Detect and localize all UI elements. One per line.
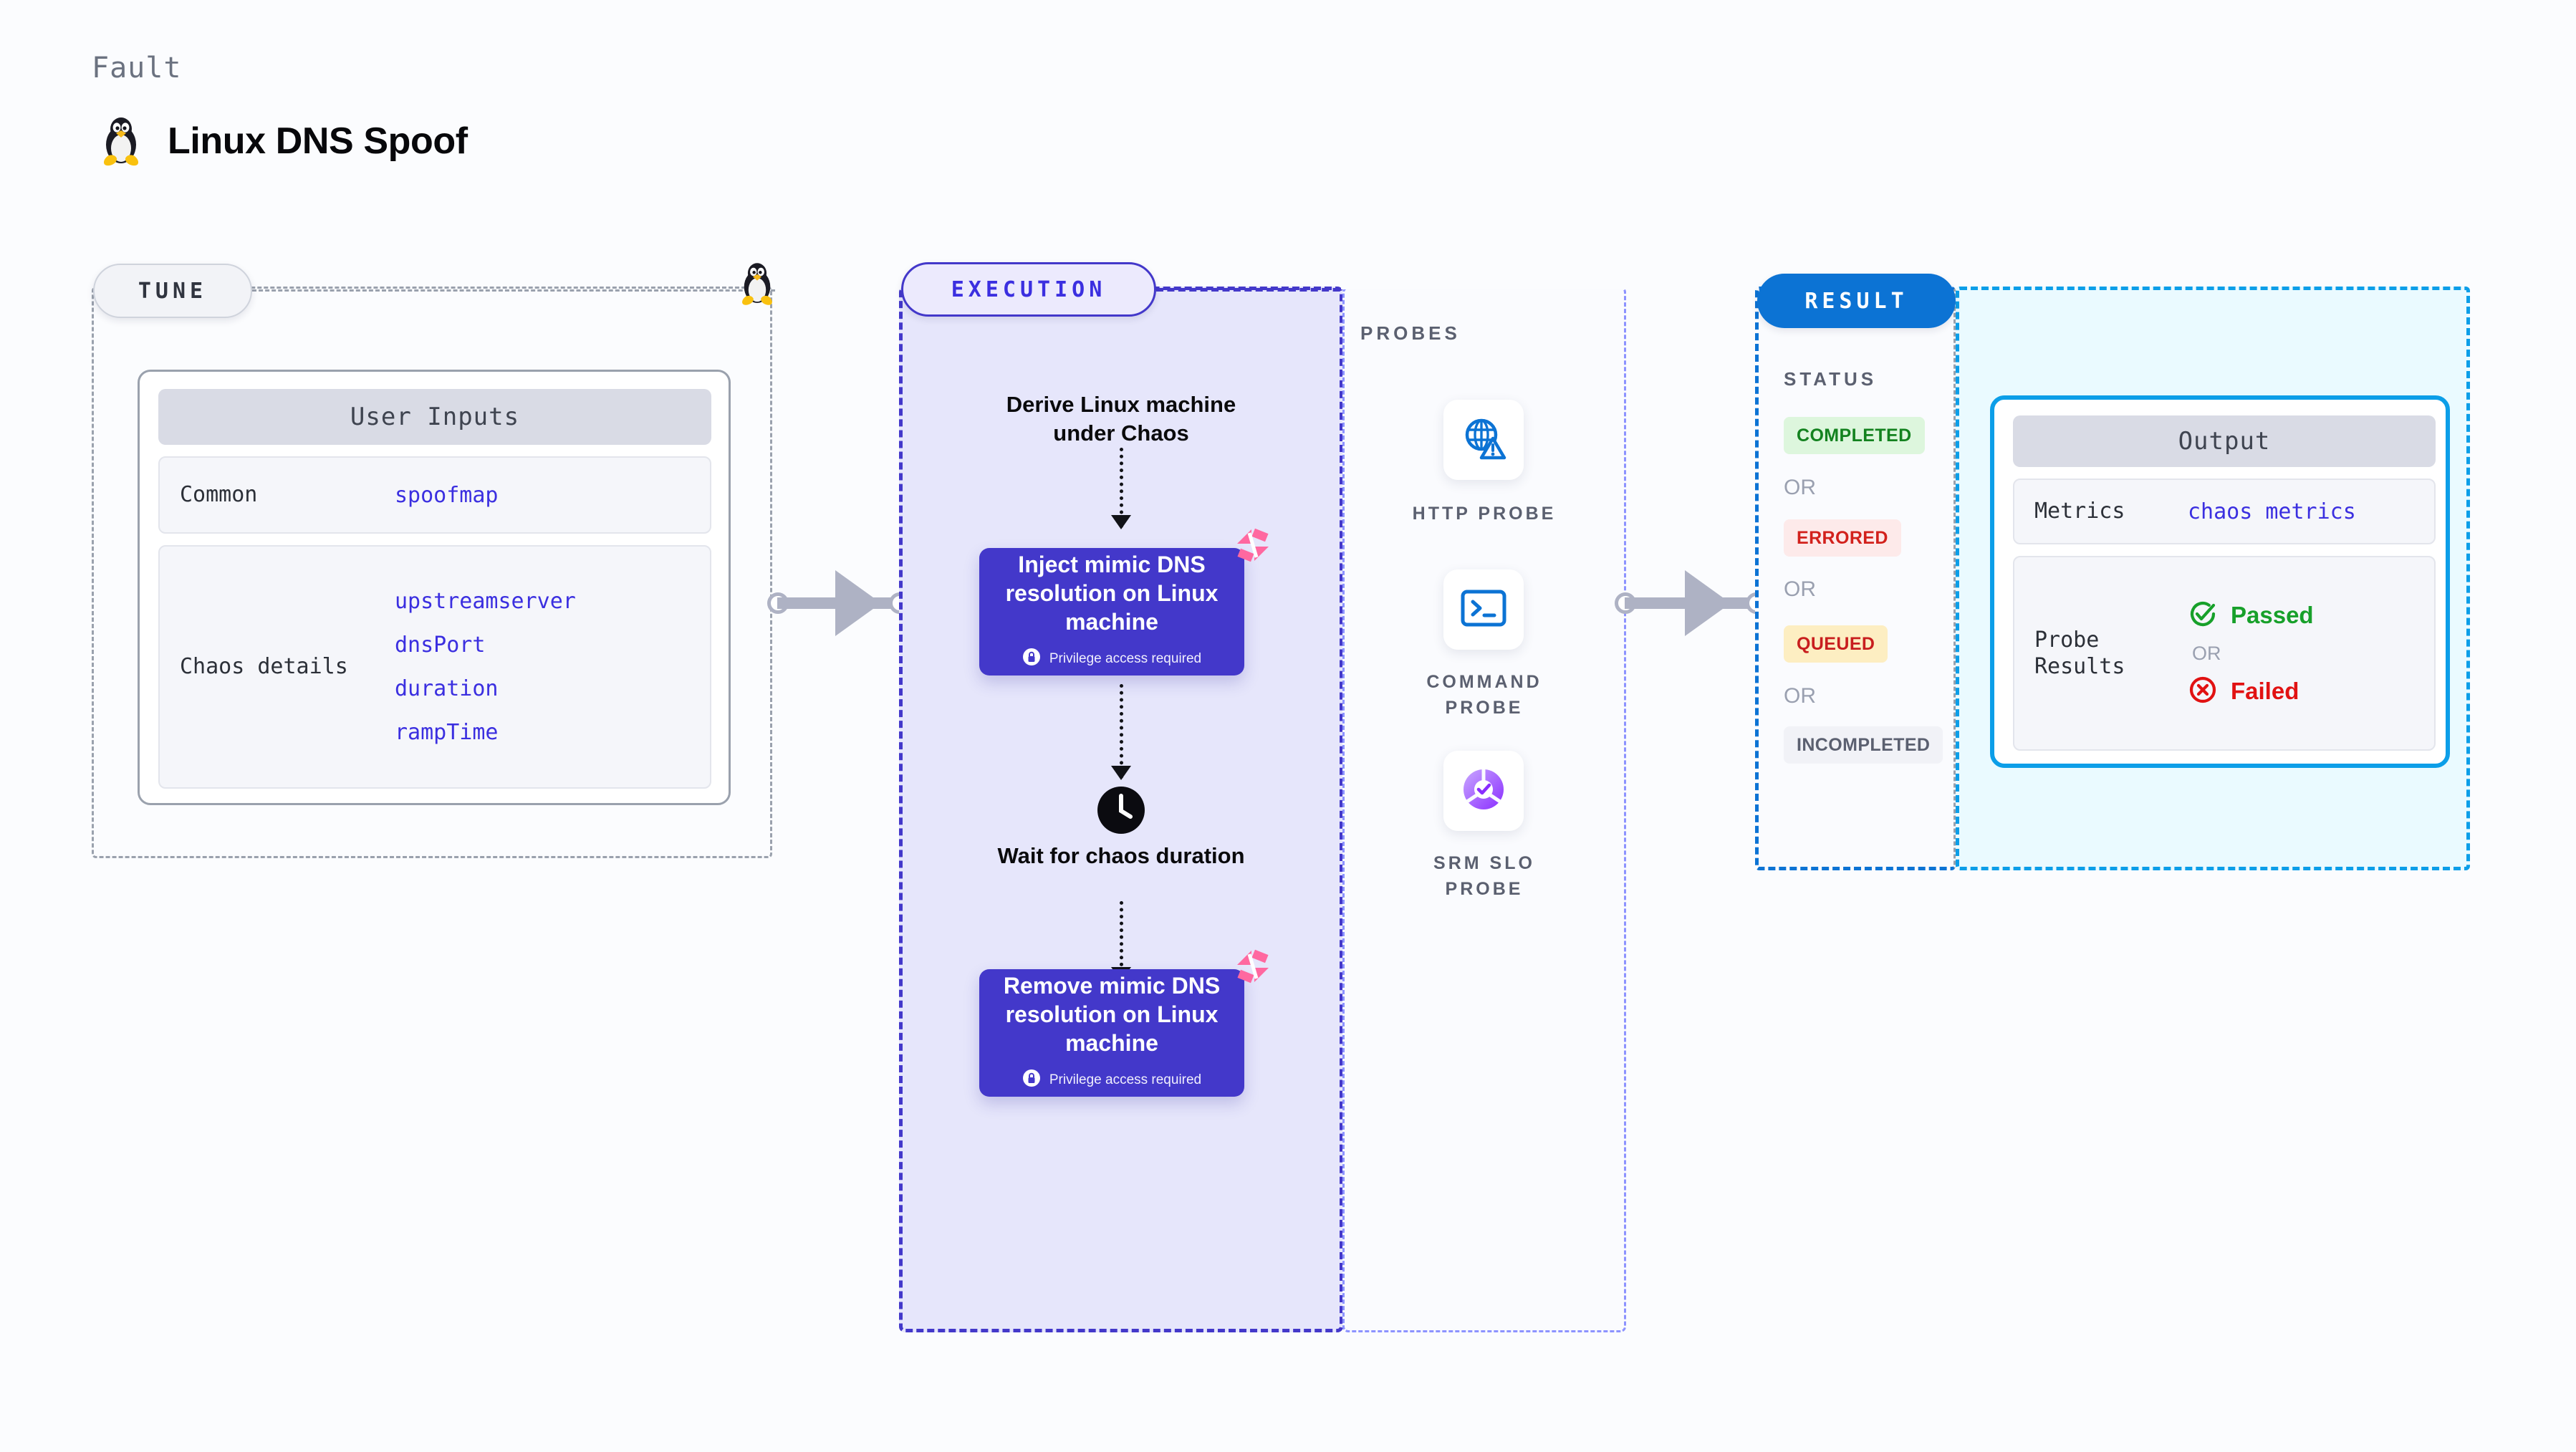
tune-dashed-lead-line <box>252 289 775 292</box>
input-row-common: Common spoofmap <box>158 456 711 534</box>
output-row-key: Metrics <box>2034 499 2125 524</box>
harness-logo-icon <box>1234 527 1272 567</box>
linux-penguin-icon <box>99 116 143 166</box>
execution-chip: EXECUTION <box>901 262 1156 317</box>
harness-logo-icon <box>1234 948 1272 989</box>
status-badge-incompleted: INCOMPLETED <box>1784 726 1943 764</box>
result-chip: RESULT <box>1757 274 1956 328</box>
arrow-derive-to-inject <box>1101 448 1141 529</box>
step-remove-dns-text: Remove mimic DNS resolution on Linux mac… <box>1003 972 1221 1057</box>
probe-verdict-passed: Passed <box>2188 599 2314 633</box>
input-value: dnsPort <box>395 633 486 658</box>
probe-verdict-failed-text: Failed <box>2231 678 2299 704</box>
input-row-values: upstreamserver dnsPort duration rampTime <box>395 589 576 745</box>
privilege-note: Privilege access required <box>1022 1069 1201 1092</box>
status-section-label: STATUS <box>1784 368 1878 390</box>
input-row-key: Common <box>180 482 258 508</box>
page-title: Linux DNS Spoof <box>168 120 468 162</box>
input-row-chaos-details: Chaos details upstreamserver dnsPort dur… <box>158 545 711 789</box>
probe-label-srm-slo: SRM SLO PROBE <box>1433 853 1535 899</box>
tune-chip: TUNE <box>93 264 252 318</box>
probe-verdict-failed: Failed <box>2188 675 2314 708</box>
output-row-metrics: Metrics chaos metrics <box>2013 479 2436 544</box>
input-value: spoofmap <box>395 482 499 508</box>
input-row-key: Chaos details <box>180 654 348 680</box>
status-badge-queued: QUEUED <box>1784 625 1888 663</box>
status-badge-errored: ERRORED <box>1784 519 1901 557</box>
input-value: duration <box>395 676 499 701</box>
output-card-title: Output <box>2013 415 2436 467</box>
probe-verdict-passed-text: Passed <box>2231 602 2314 628</box>
output-row-key: Probe Results <box>2034 627 2125 680</box>
probes-panel-top-mask <box>1341 285 1628 289</box>
check-circle-icon <box>2188 599 2218 633</box>
input-value: rampTime <box>395 720 499 745</box>
probe-card-http[interactable] <box>1443 400 1524 480</box>
probe-card-command[interactable] <box>1443 569 1524 650</box>
lock-icon <box>1022 648 1041 670</box>
slo-gauge-check-icon <box>1460 766 1507 817</box>
arrow-wait-to-remove <box>1101 901 1141 981</box>
user-inputs-card: User Inputs Common spoofmap Chaos detail… <box>138 370 731 805</box>
fault-kicker-label: Fault <box>92 52 182 85</box>
fault-title-row: Linux DNS Spoof <box>99 116 468 166</box>
status-badge-completed: COMPLETED <box>1784 417 1925 454</box>
globe-warning-icon <box>1460 415 1507 466</box>
execution-dashed-lead-line <box>1156 288 1351 292</box>
arrow-inject-to-wait <box>1101 684 1141 780</box>
step-inject-dns-text: Inject mimic DNS resolution on Linux mac… <box>1005 551 1219 635</box>
privilege-note-text: Privilege access required <box>1049 651 1202 667</box>
probe-label-command: COMMAND PROBE <box>1426 672 1542 718</box>
output-row-value: chaos metrics <box>2188 499 2356 524</box>
status-or-3: OR <box>1784 684 1816 708</box>
result-status-panel <box>1755 287 1956 870</box>
tune-panel <box>92 287 772 858</box>
clock-icon <box>1097 786 1145 838</box>
linux-penguin-icon <box>738 261 777 309</box>
status-or-2: OR <box>1784 577 1816 601</box>
wait-duration-label: Wait for chaos duration <box>997 843 1245 868</box>
step-inject-dns[interactable]: Inject mimic DNS resolution on Linux mac… <box>979 528 1269 675</box>
privilege-note: Privilege access required <box>1022 648 1201 670</box>
lock-icon <box>1022 1069 1041 1092</box>
privilege-note-text: Privilege access required <box>1049 1072 1202 1088</box>
probe-card-srm-slo[interactable] <box>1443 751 1524 831</box>
terminal-icon <box>1460 588 1507 632</box>
output-row-probe-results: Probe Results Passed OR <box>2013 556 2436 751</box>
user-inputs-card-title: User Inputs <box>158 389 711 445</box>
output-card: Output Metrics chaos metrics Probe Resul… <box>1990 395 2450 768</box>
probes-section-label: PROBES <box>1360 322 1461 344</box>
derive-machine-label: Derive Linux machine under Chaos <box>1006 392 1236 446</box>
probe-verdict-or: OR <box>2192 642 2221 664</box>
probe-label-http: HTTP PROBE <box>1412 504 1557 524</box>
step-remove-dns[interactable]: Remove mimic DNS resolution on Linux mac… <box>979 949 1269 1097</box>
status-or-1: OR <box>1784 476 1816 499</box>
input-row-values: spoofmap <box>395 483 499 508</box>
x-circle-icon <box>2188 675 2218 708</box>
input-value: upstreamserver <box>395 589 576 614</box>
probe-verdicts: Passed OR Failed <box>2188 599 2314 708</box>
